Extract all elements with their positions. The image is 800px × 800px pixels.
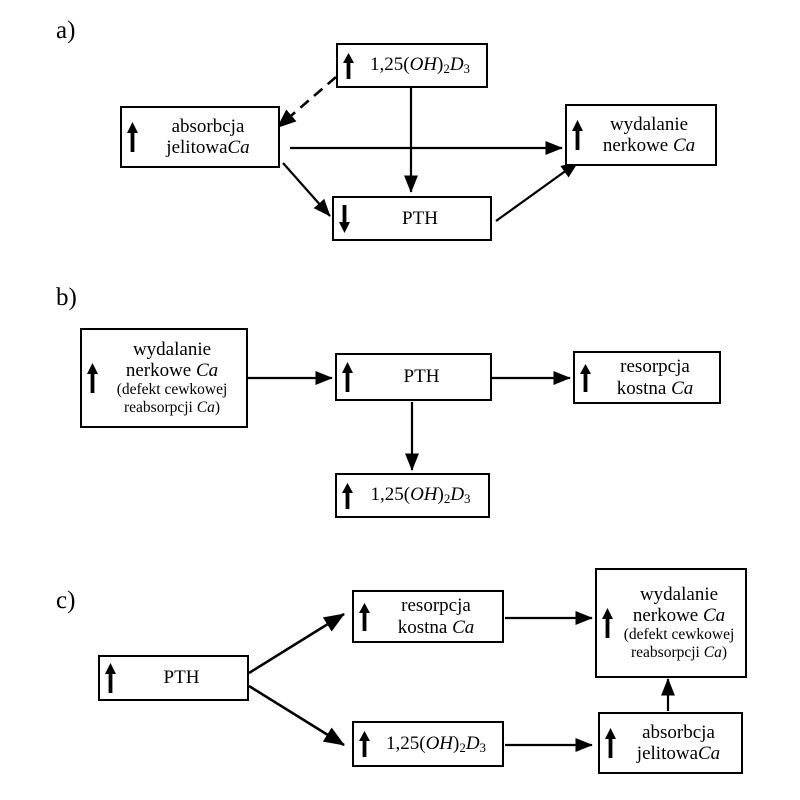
node-label: wydalanie nerkowe Ca (defekt cewkowej re… — [623, 583, 735, 662]
down-arrow-icon — [334, 203, 354, 235]
up-arrow-icon — [100, 661, 120, 695]
node-label: resorpcja kostna Ca — [616, 356, 694, 399]
panel-label-a: a) — [56, 17, 76, 44]
node-label: PTH — [163, 667, 200, 689]
up-arrow-icon — [600, 726, 620, 760]
node-b-renal-excretion[interactable]: wydalanie nerkowe Ca (defekt cewkowej re… — [80, 328, 248, 428]
node-a-renal-excretion[interactable]: wydalanie nerkowe Ca — [565, 104, 717, 166]
up-arrow-icon — [597, 606, 617, 640]
edge-c-pth-to-vitd — [248, 684, 345, 747]
node-label: wydalanie nerkowe Ca (defekt cewkowej re… — [116, 338, 228, 417]
node-label: absorbcja jelitowaCa — [166, 115, 250, 158]
up-arrow-icon — [82, 361, 102, 395]
up-arrow-icon — [354, 601, 374, 633]
panel-label-c: c) — [56, 587, 76, 614]
up-arrow-icon — [575, 362, 595, 394]
node-label: 1,25(OH)2D3 — [370, 54, 470, 77]
node-a-intestinal-absorption[interactable]: absorbcja jelitowaCa — [120, 106, 280, 168]
node-label: absorbcja jelitowaCa — [636, 721, 721, 764]
node-b-pth[interactable]: PTH — [335, 353, 492, 401]
node-label: resorpcja kostna Ca — [397, 595, 475, 638]
node-c-bone-resorption[interactable]: resorpcja kostna Ca — [352, 590, 504, 643]
up-arrow-icon — [354, 729, 374, 759]
up-arrow-icon — [337, 481, 357, 511]
up-arrow-icon — [337, 360, 357, 394]
edge-a-absorption-to-pth — [282, 162, 331, 217]
node-label: PTH — [402, 207, 438, 229]
edge-a-vitd-to-absorption — [276, 76, 337, 129]
node-c-renal-excretion[interactable]: wydalanie nerkowe Ca (defekt cewkowej re… — [595, 568, 747, 678]
node-a-vitamin-d[interactable]: 1,25(OH)2D3 — [336, 43, 488, 88]
node-b-bone-resorption[interactable]: resorpcja kostna Ca — [573, 351, 721, 404]
node-label: PTH — [403, 366, 440, 388]
edge-a-pth-to-excretion — [495, 161, 579, 222]
node-c-intestinal-absorption[interactable]: absorbcja jelitowaCa — [598, 712, 743, 774]
up-arrow-icon — [122, 120, 142, 154]
node-c-pth[interactable]: PTH — [98, 655, 249, 701]
node-label: 1,25(OH)2D3 — [386, 732, 486, 755]
edge-c-pth-to-bone — [248, 612, 345, 675]
node-b-vitamin-d[interactable]: 1,25(OH)2D3 — [335, 473, 490, 518]
up-arrow-icon — [338, 51, 358, 81]
node-c-vitamin-d[interactable]: 1,25(OH)2D3 — [352, 721, 504, 767]
panel-label-b: b) — [56, 284, 77, 311]
node-a-pth[interactable]: PTH — [332, 196, 492, 241]
up-arrow-icon — [567, 118, 587, 152]
node-label: wydalanie nerkowe Ca — [602, 113, 696, 156]
node-label: 1,25(OH)2D3 — [370, 484, 471, 507]
